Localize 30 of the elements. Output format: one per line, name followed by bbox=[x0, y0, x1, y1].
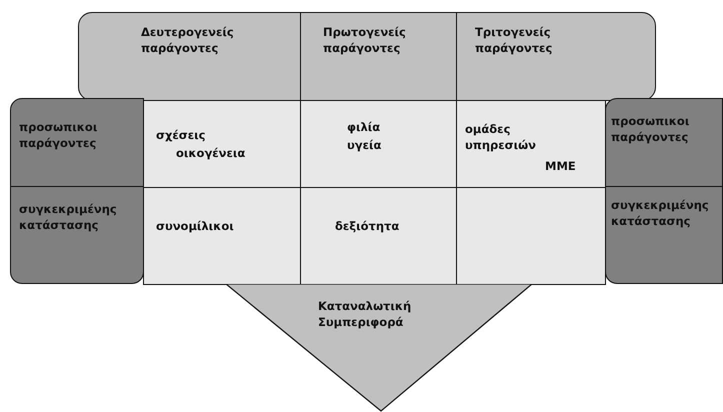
side-cell bbox=[605, 98, 723, 187]
table-cell bbox=[456, 187, 606, 285]
table-cell bbox=[300, 187, 457, 285]
cell-text: σχέσεις bbox=[156, 127, 206, 143]
row-heading: συγκεκριμένης κατάστασης bbox=[611, 197, 710, 229]
triangle-label: Καταναλωτική Συμπεριφορά bbox=[318, 298, 412, 330]
side-cell bbox=[10, 98, 144, 187]
cell-text: ΜΜΕ bbox=[545, 158, 577, 174]
cell-text: συνομίλικοι bbox=[156, 218, 234, 234]
row-heading: συγκεκριμένης κατάστασης bbox=[19, 201, 118, 233]
header-cell bbox=[456, 12, 656, 101]
cell-text: ομάδες υπηρεσιών bbox=[465, 121, 537, 153]
table-cell bbox=[143, 187, 301, 285]
header-cell bbox=[300, 12, 457, 101]
table-cell bbox=[300, 100, 457, 188]
header-cell bbox=[78, 12, 301, 101]
cell-text: υγεία bbox=[347, 137, 382, 153]
cell-text: οικογένεια bbox=[176, 145, 246, 161]
column-heading: Δευτερογενείς παράγοντες bbox=[141, 24, 235, 56]
table-cell bbox=[143, 100, 301, 188]
row-heading: προσωπικοι παράγοντες bbox=[19, 119, 98, 151]
side-cell bbox=[605, 186, 723, 284]
funnel-triangle bbox=[226, 284, 532, 412]
cell-text: δεξιότητα bbox=[335, 218, 400, 234]
side-cell bbox=[10, 186, 144, 284]
row-heading: προσωπικοι παράγοντες bbox=[611, 113, 690, 145]
cell-text: φιλία bbox=[347, 119, 380, 135]
column-heading: Τριτογενείς παράγοντες bbox=[475, 24, 554, 56]
column-heading: Πρωτογενείς παράγοντες bbox=[323, 24, 407, 56]
table-cell bbox=[456, 100, 606, 188]
